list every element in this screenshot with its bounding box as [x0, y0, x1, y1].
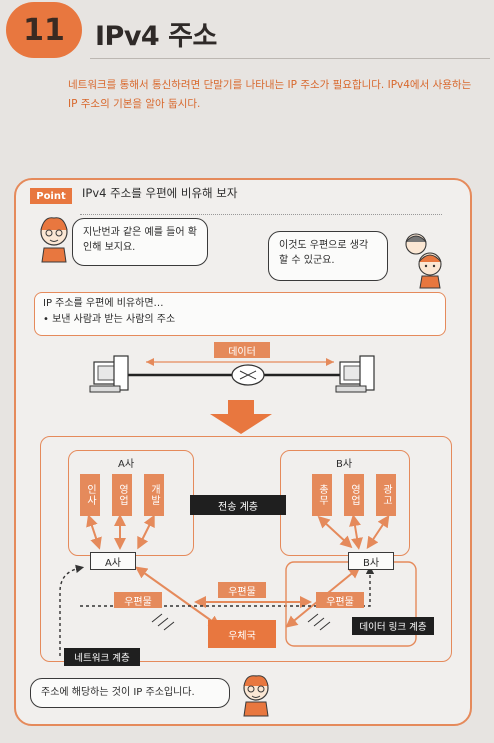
- data-label: 데이터: [214, 342, 270, 358]
- intro-text: 네트워크를 통해서 통신하려면 단말기를 나타내는 IP 주소가 필요합니다. …: [68, 79, 472, 110]
- layer-diagram-frame: [40, 436, 452, 662]
- analogy-line-1: IP 주소를 우편에 비유하면…: [43, 298, 164, 309]
- datalink-layer-label: 데이터 링크 계층: [352, 617, 434, 635]
- teacher-character-icon: [40, 217, 68, 263]
- pc-right-icon: [335, 355, 375, 393]
- dept-b-ads: 광고: [376, 474, 396, 516]
- diagram-arrows: [59, 514, 417, 656]
- node-company-b: B사: [348, 552, 394, 570]
- point-tag: Point: [30, 188, 72, 204]
- analogy-line-2: • 보낸 사람과 받는 사람의 주소: [43, 314, 176, 325]
- transport-layer-label: 전송 계층: [190, 495, 286, 515]
- down-arrow-icon: [210, 400, 272, 434]
- dept-b-sales: 영업: [344, 474, 364, 516]
- post-office-label: 우체국: [208, 620, 276, 648]
- dept-a-hr: 인사: [80, 474, 100, 516]
- node-company-a: A사: [90, 552, 136, 570]
- section-number-badge: 11: [6, 2, 82, 58]
- point-title: IPv4 주소를 우편에 비유해 보자: [82, 186, 238, 200]
- students-character-icon: [405, 233, 442, 289]
- network-layer-label: 네트워크 계층: [64, 648, 140, 666]
- dept-b-general: 총무: [312, 474, 332, 516]
- title-divider: [90, 58, 490, 59]
- company-a-title: A사: [118, 459, 135, 470]
- pc-left-icon: [89, 355, 129, 393]
- mail-label-top: 우편물: [218, 582, 266, 598]
- mail-label-right: 우편물: [316, 592, 364, 608]
- teacher-character-bottom-icon: [243, 675, 269, 717]
- router-icon: [231, 364, 265, 386]
- dept-a-sales: 영업: [112, 474, 132, 516]
- analogy-box: IP 주소를 우편에 비유하면… • 보낸 사람과 받는 사람의 주소: [34, 292, 446, 336]
- mail-label-left: 우편물: [114, 592, 162, 608]
- dept-a-dev: 개발: [144, 474, 164, 516]
- network-illustration: [89, 355, 375, 393]
- bottom-speech-bubble: 주소에 해당하는 것이 IP 주소입니다.: [30, 678, 230, 708]
- student-speech-bubble: 이것도 우편으로 생각할 수 있군요.: [268, 231, 388, 281]
- page-title: IPv4 주소: [95, 21, 217, 52]
- company-b-title: B사: [336, 459, 353, 470]
- point-divider: [80, 214, 442, 215]
- teacher-speech-bubble: 지난번과 같은 예를 들어 확인해 보지요.: [72, 218, 208, 266]
